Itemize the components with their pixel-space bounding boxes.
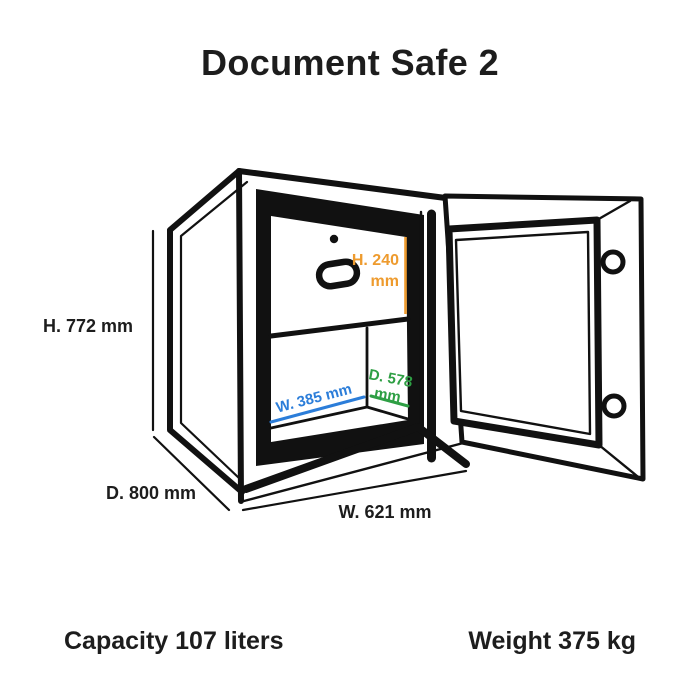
interior-floor-edges — [269, 405, 410, 430]
base-edge — [242, 423, 470, 493]
shelf-divider — [268, 316, 411, 339]
outer-height-label: H. 772 mm — [42, 316, 133, 336]
door-inner-face — [454, 230, 592, 436]
inner-height-label-line2: mm — [370, 273, 399, 290]
capacity-spec: Capacity 107 liters — [64, 627, 284, 655]
door-bolt-bottom-icon — [601, 393, 627, 419]
drawer-handle-icon — [315, 258, 361, 290]
outer-depth-label: D. 800 mm — [105, 483, 197, 503]
safe-door-open — [442, 193, 646, 482]
safe-front-left-corner — [236, 168, 244, 504]
keyhole-icon — [329, 234, 339, 244]
weight-spec: Weight 375 kg — [468, 627, 636, 655]
outer-dimension-lines — [151, 229, 468, 512]
inner-height-label: H. 240 mm — [299, 250, 399, 292]
safe-interior — [268, 234, 411, 430]
width-dimension-line — [241, 469, 468, 512]
door-frame — [256, 189, 424, 466]
safe-left-panel-outline — [167, 168, 245, 495]
door-bolt-top-icon — [600, 249, 626, 275]
inner-height-label-line1: H. 240 — [351, 252, 399, 269]
inner-width-dimension-line — [269, 395, 366, 424]
outer-width-label: W. 621 mm — [338, 502, 432, 522]
safe-top-edge — [236, 168, 464, 203]
depth-dimension-line — [152, 435, 231, 512]
door-bevel-lines — [595, 199, 639, 478]
safe-left-panel-inner-line — [179, 180, 249, 481]
inner-depth-dimension-line — [369, 394, 410, 408]
page-title: Document Safe 2 — [200, 42, 500, 83]
base-outer-line — [242, 440, 469, 503]
safe-body — [167, 168, 470, 504]
door-recessed-panel — [445, 216, 603, 449]
